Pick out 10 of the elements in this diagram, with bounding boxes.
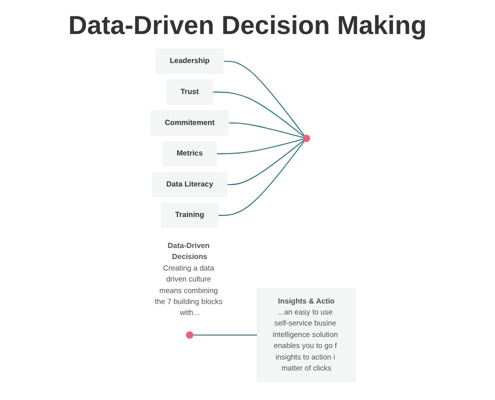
connector <box>226 140 304 186</box>
node-circle <box>302 134 310 142</box>
connector <box>192 334 258 336</box>
connector <box>228 122 303 138</box>
node-circle <box>185 331 193 339</box>
connector <box>217 140 304 216</box>
diagram-title: Data-Driven Decision Making <box>67 10 428 41</box>
connector <box>216 138 303 154</box>
connector <box>212 92 304 137</box>
connector <box>222 60 304 136</box>
